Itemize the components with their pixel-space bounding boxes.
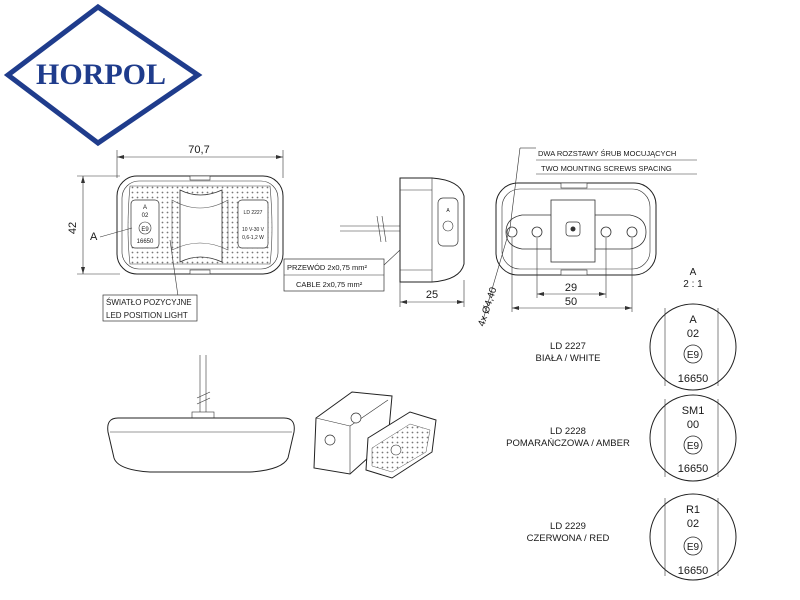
- svg-text:E9: E9: [687, 542, 700, 553]
- svg-text:E9: E9: [687, 350, 700, 361]
- svg-text:02: 02: [142, 213, 149, 219]
- svg-text:A: A: [143, 205, 147, 211]
- rear-view: 29 50 4x Ø4,40 DWA ROZSTAWY ŚRUB MOCUJĄC…: [476, 147, 697, 328]
- cable-pl: PRZEWÓD 2x0,75 mm²: [287, 263, 368, 272]
- note-pl: ŚWIATŁO POZYCYJNE: [106, 298, 192, 307]
- hole-dim: 4x Ø4,40: [476, 286, 499, 328]
- screw-hole: [626, 226, 638, 238]
- horpol-logo: HORPOL: [3, 3, 203, 147]
- detail-scale-ratio: 2 : 1: [683, 279, 703, 290]
- svg-text:16650: 16650: [678, 463, 709, 475]
- detail-circle: [649, 303, 737, 391]
- detail-circle: [649, 394, 737, 482]
- variant-ld2227: LD 2227 BIAŁA / WHITE A 02 E9 16650: [536, 303, 737, 391]
- top-view-with-cable: [107, 355, 295, 473]
- svg-text:SM1: SM1: [682, 405, 705, 417]
- side-body: [399, 177, 465, 283]
- svg-text:0,6-1,2 W: 0,6-1,2 W: [242, 235, 264, 241]
- variant-color: CZERWONA / RED: [527, 533, 610, 544]
- svg-text:16650: 16650: [678, 373, 709, 385]
- screw-hole: [600, 226, 612, 238]
- svg-text:A: A: [446, 208, 450, 214]
- svg-text:E9: E9: [141, 227, 149, 233]
- dim-height: 42: [67, 222, 79, 234]
- logo-diamond: [3, 3, 203, 147]
- svg-text:02: 02: [687, 328, 699, 340]
- spacing-note-pl: DWA ROZSTAWY ŚRUB MOCUJĄCYCH: [538, 149, 676, 158]
- lens-mark-right: [237, 199, 269, 249]
- iso-view-lamps: [313, 391, 437, 479]
- dim-depth: 25: [426, 289, 438, 301]
- variant-ld2228: LD 2228 POMARAŃCZOWA / AMBER SM1 00 E9 1…: [506, 394, 737, 482]
- front-view: 70,7 42 A 02 E9 16650 LD 2227 10 V-30 V …: [67, 144, 284, 322]
- svg-text:LD 2227: LD 2227: [244, 210, 263, 216]
- spacing-note-en: TWO MOUNTING SCREWS SPACING: [541, 164, 672, 173]
- detail-marker-a: A: [90, 231, 98, 243]
- detail-label: A: [690, 267, 697, 278]
- logo-text: HORPOL: [36, 58, 166, 91]
- svg-text:R1: R1: [686, 504, 700, 516]
- variant-code: LD 2228: [550, 426, 586, 437]
- svg-text:16650: 16650: [678, 565, 709, 577]
- dim-50: 50: [565, 296, 577, 308]
- svg-text:A: A: [689, 314, 697, 326]
- svg-text:10 V-30 V: 10 V-30 V: [242, 227, 265, 233]
- dim-29: 29: [565, 282, 577, 294]
- screw-hole: [531, 226, 543, 238]
- side-view: A 25 PRZEWÓD 2x0,75 mm² CABLE 2x0,75 mm²: [283, 177, 465, 307]
- note-en: LED POSITION LIGHT: [106, 311, 188, 320]
- variant-color: POMARAŃCZOWA / AMBER: [506, 438, 630, 449]
- cable-en: CABLE 2x0,75 mm²: [296, 280, 363, 289]
- svg-text:E9: E9: [687, 441, 700, 452]
- variant-ld2229: LD 2229 CZERWONA / RED R1 02 E9 16650: [527, 493, 737, 581]
- svg-text:16650: 16650: [137, 239, 154, 245]
- screw-hole: [506, 226, 518, 238]
- lens-mark-left: [130, 199, 160, 249]
- top-view-body: [107, 417, 295, 473]
- variant-code: LD 2229: [550, 521, 586, 532]
- svg-text:02: 02: [687, 518, 699, 530]
- note-box: [102, 294, 198, 322]
- dim-width: 70,7: [188, 144, 209, 156]
- variant-color: BIAŁA / WHITE: [536, 353, 601, 364]
- svg-text:00: 00: [687, 419, 699, 431]
- variant-code: LD 2227: [550, 341, 586, 352]
